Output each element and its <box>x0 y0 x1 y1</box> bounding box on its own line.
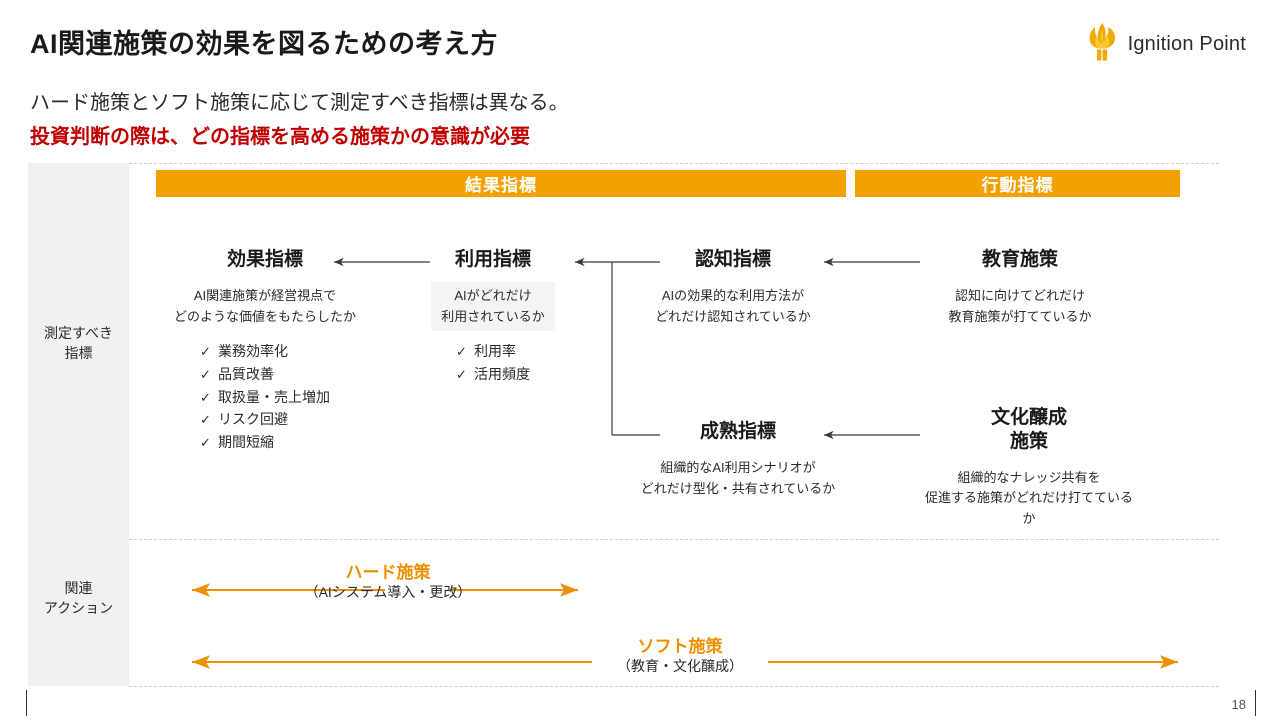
checklist-item: 業務効率化 <box>200 340 330 363</box>
policy-soft-name: ソフト施策 <box>637 637 723 656</box>
checklist-item: 期間短縮 <box>200 431 330 454</box>
divider-middle <box>129 539 1219 540</box>
brand-logo: Ignition Point <box>1085 22 1246 67</box>
policy-soft-sub: （教育・文化醸成） <box>617 658 743 675</box>
checklist-item: 取扱量・売上増加 <box>200 386 330 409</box>
checklist-item: 活用頻度 <box>456 363 530 386</box>
divider-top <box>129 163 1219 164</box>
checklist-item: 品質改善 <box>200 363 330 386</box>
checklist-item: 利用率 <box>456 340 530 363</box>
node-awareness-desc: AIの効果的な利用方法が どれだけ認知されているか <box>655 287 811 324</box>
node-culture-title: 文化醸成 施策 <box>969 396 1089 464</box>
policy-hard-sub: （AIシステム導入・更改） <box>304 584 472 601</box>
sidebar-panel <box>28 163 129 686</box>
node-usage-desc: AIがどれだけ 利用されているか <box>431 281 555 332</box>
node-maturity-title: 成熟指標 <box>678 410 798 454</box>
policy-hard-name: ハード施策 <box>345 563 431 582</box>
node-awareness-title: 認知指標 <box>673 238 793 282</box>
footer-tick-left <box>26 690 27 716</box>
node-awareness-indicator: 認知指標 AIの効果的な利用方法が どれだけ認知されているか <box>628 238 838 331</box>
divider-bottom <box>129 686 1219 687</box>
page-number: 18 <box>1231 697 1246 712</box>
logo-text: Ignition Point <box>1127 33 1246 55</box>
node-usage-title: 利用指標 <box>433 238 553 282</box>
subtitle-highlight: 投資判断の際は、どの指標を高める施策かの意識が必要 <box>30 126 530 148</box>
node-effect-indicator: 効果指標 AI関連施策が経営視点で どのような価値をもたらしたか 業務効率化 品… <box>150 238 380 454</box>
node-effect-desc: AI関連施策が経営視点で どのような価値をもたらしたか <box>173 287 356 324</box>
node-effect-title: 効果指標 <box>205 238 325 282</box>
flame-icon <box>1085 22 1119 67</box>
node-effect-checklist: 業務効率化 品質改善 取扱量・売上増加 リスク回避 期間短縮 <box>200 340 330 453</box>
sidebar-label-actions: 関連 アクション <box>43 580 114 617</box>
subtitle-primary: ハード施策とソフト施策に応じて測定すべき指標は異なる。 <box>30 92 569 114</box>
sidebar-label-indicators: 測定すべき 指標 <box>43 325 114 362</box>
section-bar-results: 結果指標 <box>156 170 846 197</box>
checklist-item: リスク回避 <box>200 408 330 431</box>
policy-hard: ハード施策 （AIシステム導入・更改） <box>268 563 508 602</box>
node-culture-policy: 文化醸成 施策 組織的なナレッジ共有を 促進する施策がどれだけ打てているか <box>912 396 1146 534</box>
node-maturity-desc: 組織的なAI利用シナリオが どれだけ型化・共有されているか <box>640 459 836 496</box>
node-education-desc: 認知に向けてどれだけ 教育施策が打てているか <box>948 287 1092 324</box>
node-culture-desc: 組織的なナレッジ共有を 促進する施策がどれだけ打てているか <box>924 469 1133 527</box>
page-title: AI関連施策の効果を図るための考え方 <box>30 29 498 59</box>
section-bar-actions: 行動指標 <box>855 170 1180 197</box>
node-education-title: 教育施策 <box>960 238 1080 282</box>
node-education-policy: 教育施策 認知に向けてどれだけ 教育施策が打てているか <box>922 238 1118 331</box>
policy-soft: ソフト施策 （教育・文化醸成） <box>560 637 800 676</box>
footer-rule-right <box>1255 690 1256 716</box>
node-usage-indicator: 利用指標 AIがどれだけ 利用されているか 利用率 活用頻度 <box>404 238 582 386</box>
node-usage-checklist: 利用率 活用頻度 <box>456 340 530 385</box>
node-maturity-indicator: 成熟指標 組織的なAI利用シナリオが どれだけ型化・共有されているか <box>620 410 856 503</box>
